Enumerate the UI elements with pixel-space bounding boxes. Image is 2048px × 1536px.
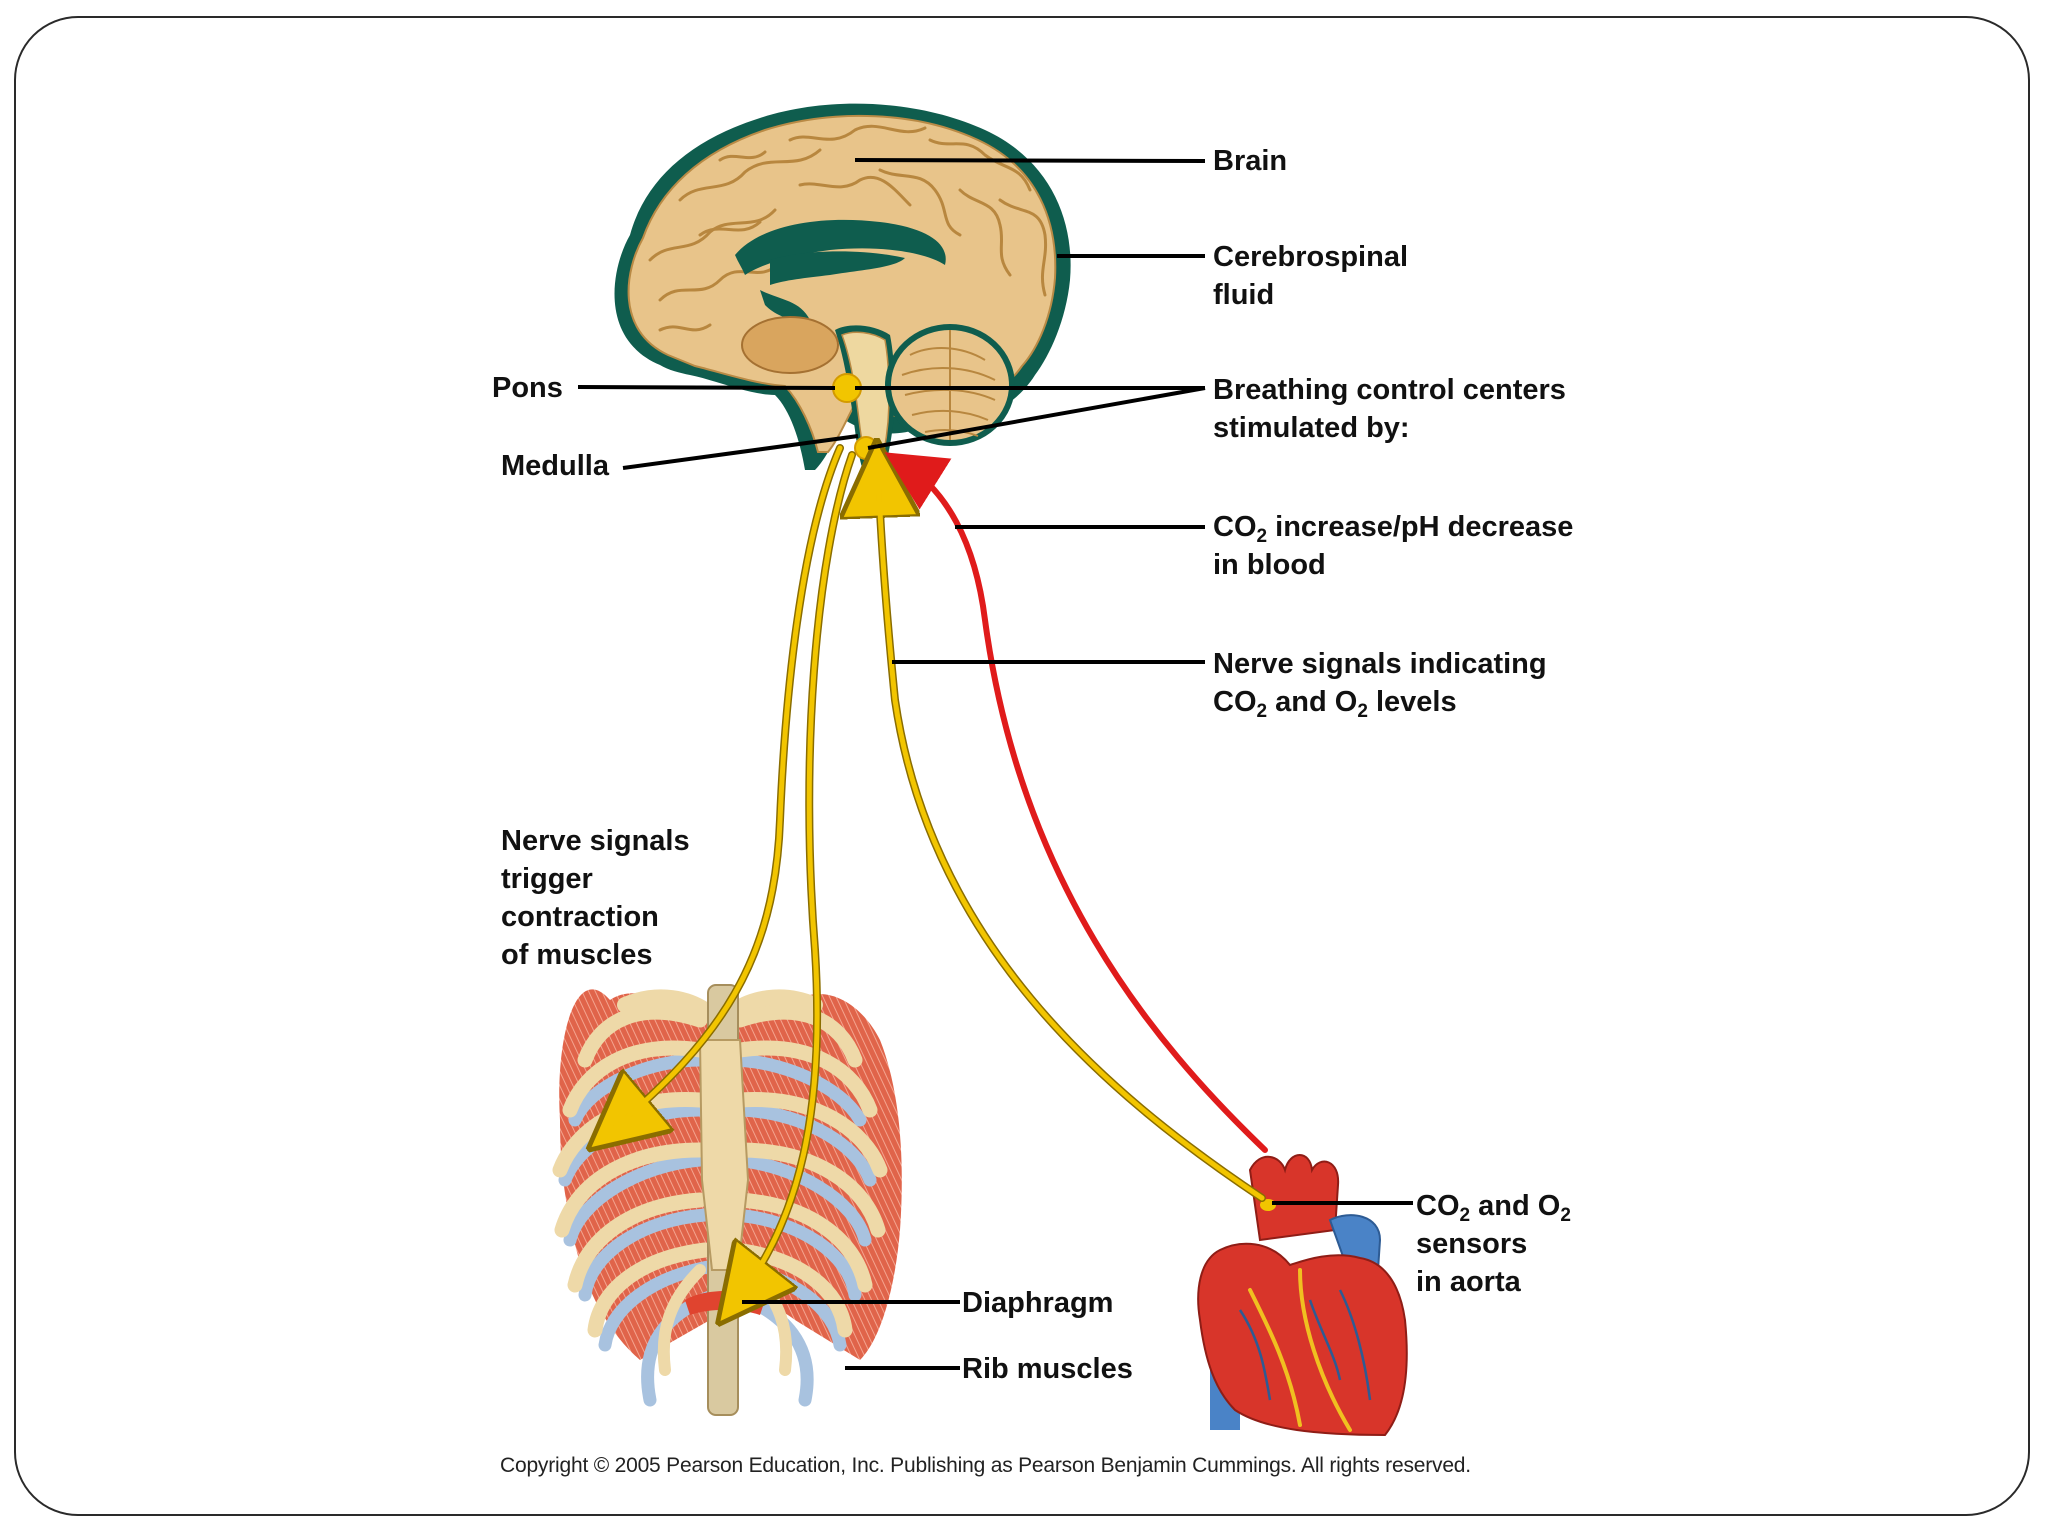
label-pons: Pons	[492, 372, 563, 404]
label-trigger-line1: Nerve signals	[501, 825, 690, 857]
label-diaphragm: Diaphragm	[962, 1287, 1114, 1319]
rib-cage-illustration	[552, 984, 902, 1416]
label-nerve-ind-line2: CO2 and O2 levels	[1213, 686, 1457, 722]
label-trigger-line4: of muscles	[501, 939, 653, 971]
label-centers-line2: stimulated by:	[1213, 412, 1410, 444]
label-centers-line1: Breathing control centers	[1213, 374, 1566, 406]
label-csf-line2: fluid	[1213, 279, 1275, 311]
label-nerve-signals-trigger: Nerve signals trigger contraction of mus…	[501, 822, 690, 974]
label-breathing-control-centers: Breathing control centers stimulated by:	[1213, 371, 1566, 447]
brain-illustration	[614, 103, 1071, 485]
label-trigger-line3: contraction	[501, 901, 659, 933]
label-co2-line2: in blood	[1213, 549, 1326, 581]
label-rib-muscles: Rib muscles	[962, 1353, 1133, 1385]
label-aorta-sensors: CO2 and O2 sensors in aorta	[1416, 1187, 1571, 1301]
label-sensors-line2: sensors	[1416, 1228, 1528, 1260]
label-sensors-line3: in aorta	[1416, 1266, 1521, 1298]
label-brain: Brain	[1213, 145, 1288, 177]
label-csf-line1: Cerebrospinal	[1213, 241, 1408, 273]
nerve-signal-pathways	[612, 448, 1268, 1300]
label-sensors-line1: CO2 and O2	[1416, 1190, 1571, 1226]
label-trigger-line2: trigger	[501, 863, 593, 895]
label-cerebrospinal-fluid: Cerebrospinal fluid	[1213, 238, 1408, 314]
label-medulla: Medulla	[501, 450, 609, 482]
heart-illustration	[1197, 1154, 1408, 1437]
copyright-notice: Copyright © 2005 Pearson Education, Inc.…	[500, 1454, 1471, 1477]
label-co2-increase: CO2 increase/pH decrease in blood	[1213, 508, 1573, 584]
label-nerve-ind-line1: Nerve signals indicating	[1213, 648, 1547, 680]
label-leader-lines	[577, 158, 1413, 1370]
cerebellum	[885, 324, 1015, 446]
label-co2-line1: CO2 increase/pH decrease	[1213, 511, 1574, 547]
label-nerve-signals-indicating: Nerve signals indicating CO2 and O2 leve…	[1213, 645, 1547, 721]
